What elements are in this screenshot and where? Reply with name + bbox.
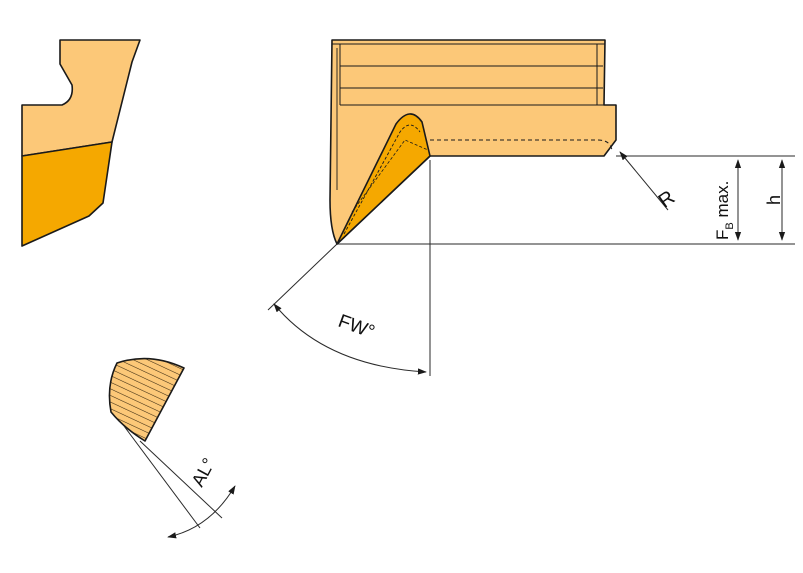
top-view-insert	[329, 39, 617, 245]
cutting-tip	[336, 113, 431, 245]
fw-angle-arc	[273, 303, 427, 375]
fb-label-suffix: max.	[713, 181, 732, 223]
tip-chip-breaker-dashed	[343, 124, 421, 235]
hidden-edge-dashed	[430, 139, 613, 151]
h-label: h	[764, 195, 784, 205]
tip-inner-line	[351, 139, 429, 213]
side-view-insert	[21, 39, 141, 247]
al-angle-arc	[167, 485, 236, 539]
fw-label: FW°	[335, 311, 377, 343]
fb-label-sub: B	[724, 222, 736, 229]
side-view-dark-face	[21, 141, 113, 247]
r-leader-line	[619, 151, 669, 211]
fb-max-label: FB max.	[713, 181, 736, 240]
side-view-light-body	[21, 39, 141, 157]
fw-extension-line	[267, 243, 338, 311]
r-label: R	[655, 186, 679, 212]
insert-body	[329, 39, 617, 245]
section-outline	[108, 357, 185, 442]
al-label: AL°	[188, 455, 219, 490]
section-hatch-fill	[109, 358, 184, 441]
fb-label-main: F	[713, 230, 732, 240]
section-view	[108, 357, 236, 539]
dimension-lines	[267, 151, 795, 376]
svg-text:FB max.: FB max.	[713, 181, 736, 240]
